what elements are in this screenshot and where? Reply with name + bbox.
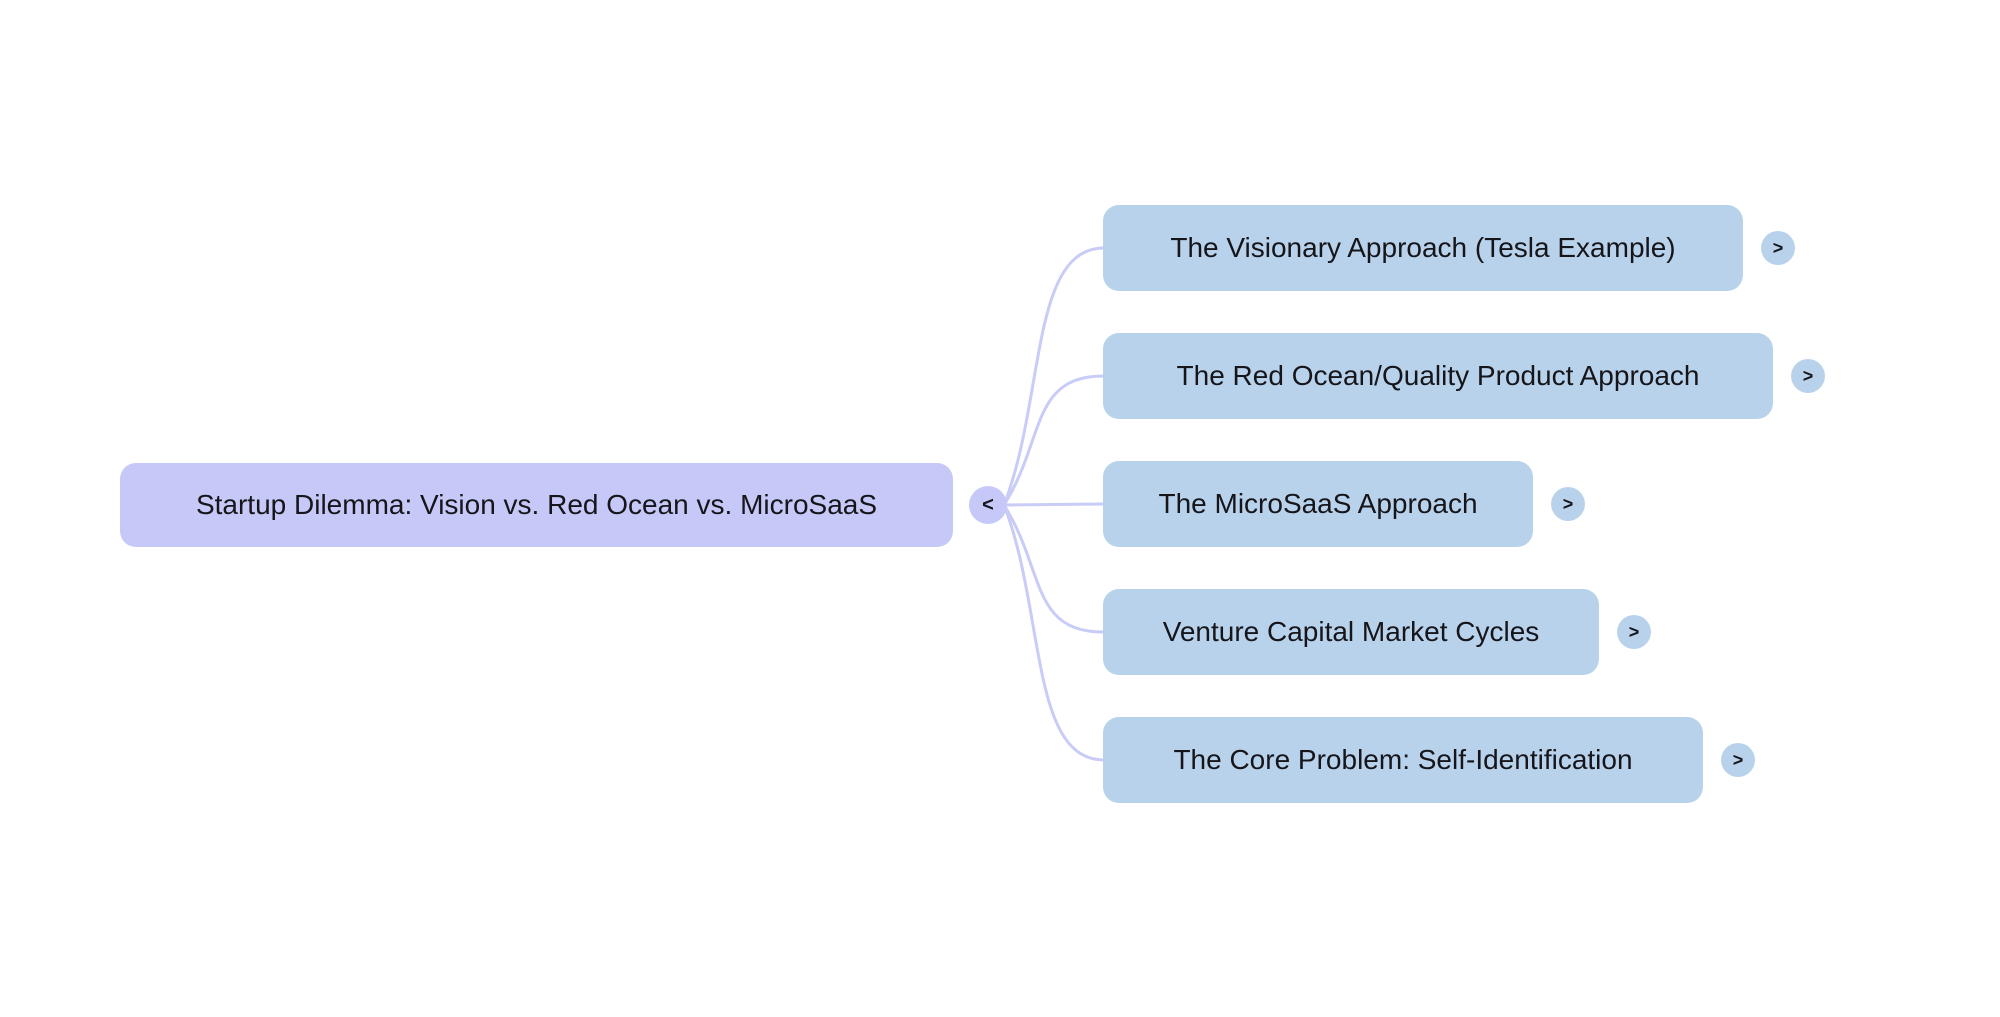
root-row: Startup Dilemma: Vision vs. Red Ocean vs… [120,463,1007,547]
connector-line [1002,503,1106,762]
expand-button[interactable]: > [1721,743,1755,777]
child-node-red-ocean-approach[interactable]: The Red Ocean/Quality Product Approach [1103,333,1773,419]
child-node-core-problem[interactable]: The Core Problem: Self-Identification [1103,717,1703,803]
child-row: Venture Capital Market Cycles > [1103,589,1651,675]
connector-line [1002,374,1106,507]
child-node-vc-market-cycles[interactable]: Venture Capital Market Cycles [1103,589,1599,675]
connector-line [1002,246,1106,507]
child-row: The Red Ocean/Quality Product Approach > [1103,333,1825,419]
expand-button[interactable]: > [1551,487,1585,521]
expand-button[interactable]: > [1617,615,1651,649]
connector-line [1002,503,1106,634]
expand-button[interactable]: > [1791,359,1825,393]
child-row: The Visionary Approach (Tesla Example) > [1103,205,1795,291]
child-node-visionary-approach[interactable]: The Visionary Approach (Tesla Example) [1103,205,1743,291]
connector-line [1002,502,1106,507]
expand-button[interactable]: > [1761,231,1795,265]
child-row: The MicroSaaS Approach > [1103,461,1585,547]
root-node[interactable]: Startup Dilemma: Vision vs. Red Ocean vs… [120,463,953,547]
child-node-microsaas-approach[interactable]: The MicroSaaS Approach [1103,461,1533,547]
collapse-button[interactable]: < [969,486,1007,524]
child-row: The Core Problem: Self-Identification > [1103,717,1755,803]
